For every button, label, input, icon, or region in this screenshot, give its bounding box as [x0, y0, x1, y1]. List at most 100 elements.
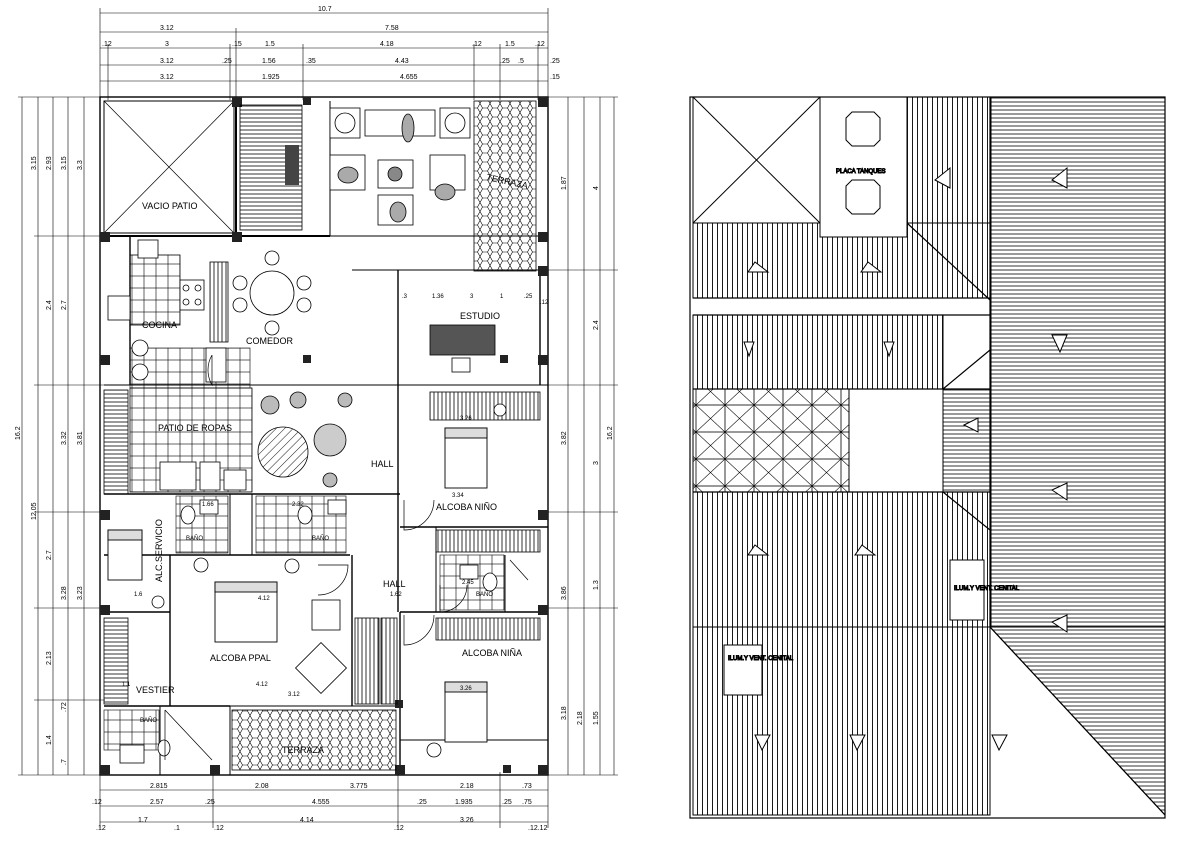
dim-label: 1.5 — [265, 41, 275, 48]
dim-label: 2.32 — [292, 502, 304, 508]
left-dimension-labels: 16.2 12.05 3.15 2.93 3.15 3.3 2.4 2.7 3.… — [15, 156, 84, 765]
slope-arrows — [743, 166, 1068, 752]
room-label-comedor: COMEDOR — [246, 336, 294, 346]
closets — [103, 261, 541, 705]
living-room-furniture — [329, 107, 471, 226]
roof-panels — [692, 96, 1166, 817]
top-dimension-labels: 10.7 3.12 7.58 .12 3 .15 1.5 4.18 .12 1.… — [102, 6, 560, 81]
dim-label: .3 — [402, 294, 408, 300]
dim-label: 4.43 — [395, 58, 409, 65]
study-desk — [429, 324, 496, 373]
dim-total-height: 16.2 — [607, 426, 614, 440]
laundry-fixtures — [159, 461, 247, 491]
columns — [100, 97, 548, 775]
dim-total-height: 16.2 — [15, 426, 22, 440]
kitchen-floor-tiles — [129, 347, 251, 389]
dim-label: 7.58 — [385, 25, 399, 32]
dim-label: .12 — [102, 41, 112, 48]
dim-label: 1.6 — [134, 592, 143, 598]
water-tank-slab: PLACA TANQUES — [819, 96, 908, 238]
room-label-terraza: TERRAZA — [282, 745, 324, 755]
dim-label: 3 — [165, 41, 169, 48]
dim-label: 3.12 — [288, 692, 300, 698]
top-dimensions — [99, 8, 549, 100]
dim-label: 2.57 — [150, 799, 164, 806]
dim-label: 12.05 — [31, 502, 38, 520]
dim-label: 1.1 — [122, 682, 131, 688]
dim-total-width: 10.7 — [318, 6, 332, 13]
dim-label: .12 — [96, 825, 106, 832]
right-dimension-labels: 16.2 1.87 4 2.4 3.82 3 3.86 1.3 3.18 2.1… — [561, 176, 614, 725]
dim-label: .12 — [472, 41, 482, 48]
dim-label: 1.36 — [432, 294, 444, 300]
dim-label: .12.12 — [528, 825, 548, 832]
dim-label: .25 — [550, 58, 560, 65]
doors — [164, 354, 529, 761]
room-label-hall: HALL — [383, 579, 406, 589]
dim-label: 3 — [470, 294, 474, 300]
dim-label: 3 — [593, 461, 600, 465]
dim-label: 2.18 — [460, 783, 474, 790]
dim-label: 1.7 — [138, 817, 148, 824]
room-label-estudio: ESTUDIO — [460, 311, 500, 321]
room-label-cocina: COCINA — [142, 320, 177, 330]
dim-label: 3.775 — [350, 783, 368, 790]
right-dimensions — [545, 96, 618, 776]
room-label-patio-de-ropas: PATIO DE ROPAS — [158, 423, 232, 433]
dim-label: .12 — [394, 825, 404, 832]
roof-opening — [848, 388, 944, 493]
dim-label: 1.4 — [46, 735, 53, 745]
dim-label: 1.87 — [561, 176, 568, 190]
dim-label: 3.82 — [561, 431, 568, 445]
bathroom-fixtures — [119, 403, 507, 764]
dim-label: 4.655 — [400, 74, 418, 81]
floor-plan: 10.7 3.12 7.58 .12 3 .15 1.5 4.18 .12 1.… — [15, 6, 618, 832]
room-label-vestier: VESTIER — [136, 685, 175, 695]
dim-label: .25 — [222, 58, 232, 65]
dim-label: 2.93 — [46, 156, 53, 170]
dim-label: 1.62 — [390, 592, 402, 598]
dim-label: 1.3 — [593, 580, 600, 590]
dim-label: .73 — [522, 783, 532, 790]
dim-label: 3.86 — [561, 586, 568, 600]
dim-label: 3.81 — [77, 431, 84, 445]
dim-label: .12 — [540, 300, 549, 306]
dim-label: 2.08 — [255, 783, 269, 790]
dim-label: 2.4 — [46, 300, 53, 310]
room-label-bano: BAÑO — [186, 535, 203, 542]
dim-label: 3.15 — [31, 156, 38, 170]
dim-label: 3.3 — [77, 160, 84, 170]
dim-label: .12 — [535, 41, 545, 48]
left-dimensions — [18, 96, 105, 776]
room-label-vacio-patio: VACIO PATIO — [142, 201, 198, 211]
dim-label: .12 — [92, 799, 102, 806]
terrace-tiles — [231, 709, 397, 771]
dim-label: 1.5 — [505, 41, 515, 48]
dim-label: 1.935 — [455, 799, 473, 806]
dim-label: 1.925 — [262, 74, 280, 81]
dim-label: 1.56 — [262, 58, 276, 65]
dim-label: 2.7 — [61, 300, 68, 310]
dim-label: 4.14 — [300, 817, 314, 824]
dim-label: 3.12 — [160, 74, 174, 81]
dim-label: 2.7 — [46, 550, 53, 560]
placa-tanques-label: PLACA TANQUES — [836, 169, 885, 175]
dim-label: 3.26 — [460, 817, 474, 824]
dim-label: 1 — [500, 294, 504, 300]
dim-label: .7 — [61, 759, 68, 765]
dim-label: .35 — [306, 58, 316, 65]
room-label-bano: BAÑO — [312, 535, 329, 542]
dim-label: 1.66 — [202, 502, 214, 508]
dim-label: 3.26 — [460, 686, 472, 692]
dim-label: .25 — [500, 58, 510, 65]
room-labels: VACIO PATIO TERRAZA COCINA COMEDOR ESTUD… — [136, 172, 529, 755]
dim-label: 3.34 — [452, 493, 464, 499]
dim-label: 3.28 — [61, 586, 68, 600]
skylight-grid — [692, 388, 850, 493]
dim-label: .25 — [524, 294, 533, 300]
dim-label: .72 — [61, 702, 68, 712]
roof-plan: PLACA TANQUES ILUM.Y VENT. CENITAL ILUM.… — [689, 96, 1166, 819]
dim-label: 2.45 — [462, 580, 474, 586]
room-label-bano: BAÑO — [476, 591, 493, 598]
